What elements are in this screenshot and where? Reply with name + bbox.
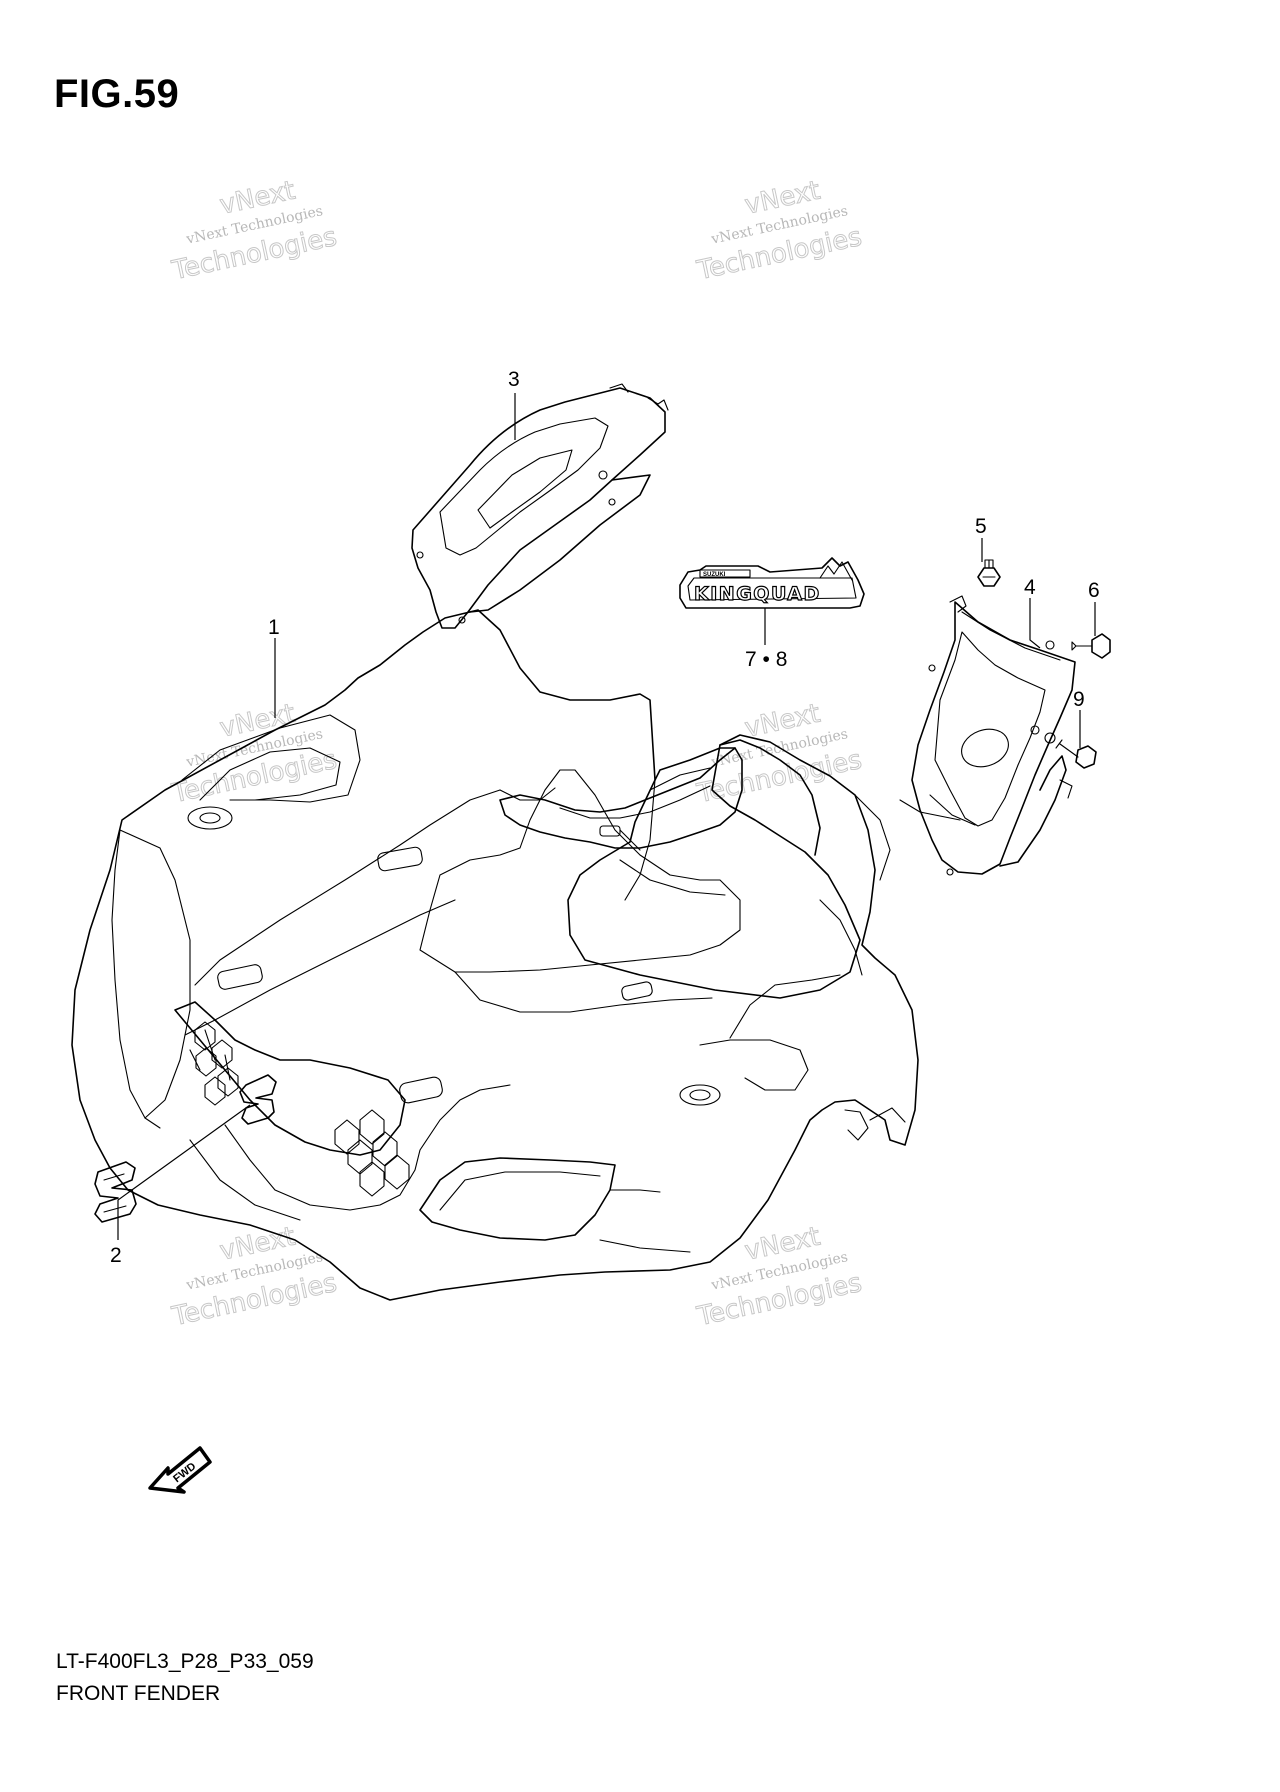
callout-3: 3: [508, 368, 520, 391]
leader-2: [117, 1104, 251, 1240]
figure-title: FIG.59: [54, 72, 180, 116]
grille-hex-left: [194, 1021, 239, 1106]
callout-labels: 1 2 3 4 5 6 7 • 8 9: [110, 368, 1100, 1267]
decal-brand-text: SUZUKI: [703, 572, 726, 578]
callout-9: 9: [1073, 688, 1085, 711]
decal-model-text: KINGQUAD: [694, 583, 821, 605]
part-9-screw: [1044, 732, 1097, 769]
part-5-nut: [977, 559, 1001, 587]
callout-4: 4: [1024, 576, 1036, 599]
part-2-suzuki-emblem: [94, 1074, 277, 1223]
callout-1: 1: [268, 616, 280, 639]
figure-code: LT-F400FL3_P28_P33_059: [56, 1650, 314, 1673]
watermark-tl: vNext vNext Technologies Technologies: [168, 175, 340, 287]
callout-2: 2: [110, 1244, 122, 1267]
callout-7-8: 7 • 8: [745, 648, 787, 671]
fwd-direction-arrow: FWD: [148, 1446, 212, 1494]
part-6-screw: [1071, 633, 1111, 659]
part-7-8-kingquad-decal: SUZUKI KINGQUAD: [679, 557, 865, 609]
leader-lines: [117, 393, 1096, 1240]
watermark-bl: vNext vNext Technologies Technologies: [168, 1221, 340, 1333]
grille-hex-center: [334, 1109, 410, 1197]
watermark-bc: vNext vNext Technologies Technologies: [693, 1221, 865, 1333]
watermark-tc: vNext vNext Technologies Technologies: [693, 175, 865, 287]
callout-5: 5: [975, 515, 987, 538]
part-4-side-cover: [899, 595, 1076, 876]
callout-6: 6: [1088, 579, 1100, 602]
leader-4: [1029, 598, 1041, 649]
figure-name: FRONT FENDER: [56, 1682, 221, 1705]
part-3-side-panel: [411, 383, 669, 629]
watermark-mc: vNext vNext Technologies Technologies: [693, 698, 865, 810]
